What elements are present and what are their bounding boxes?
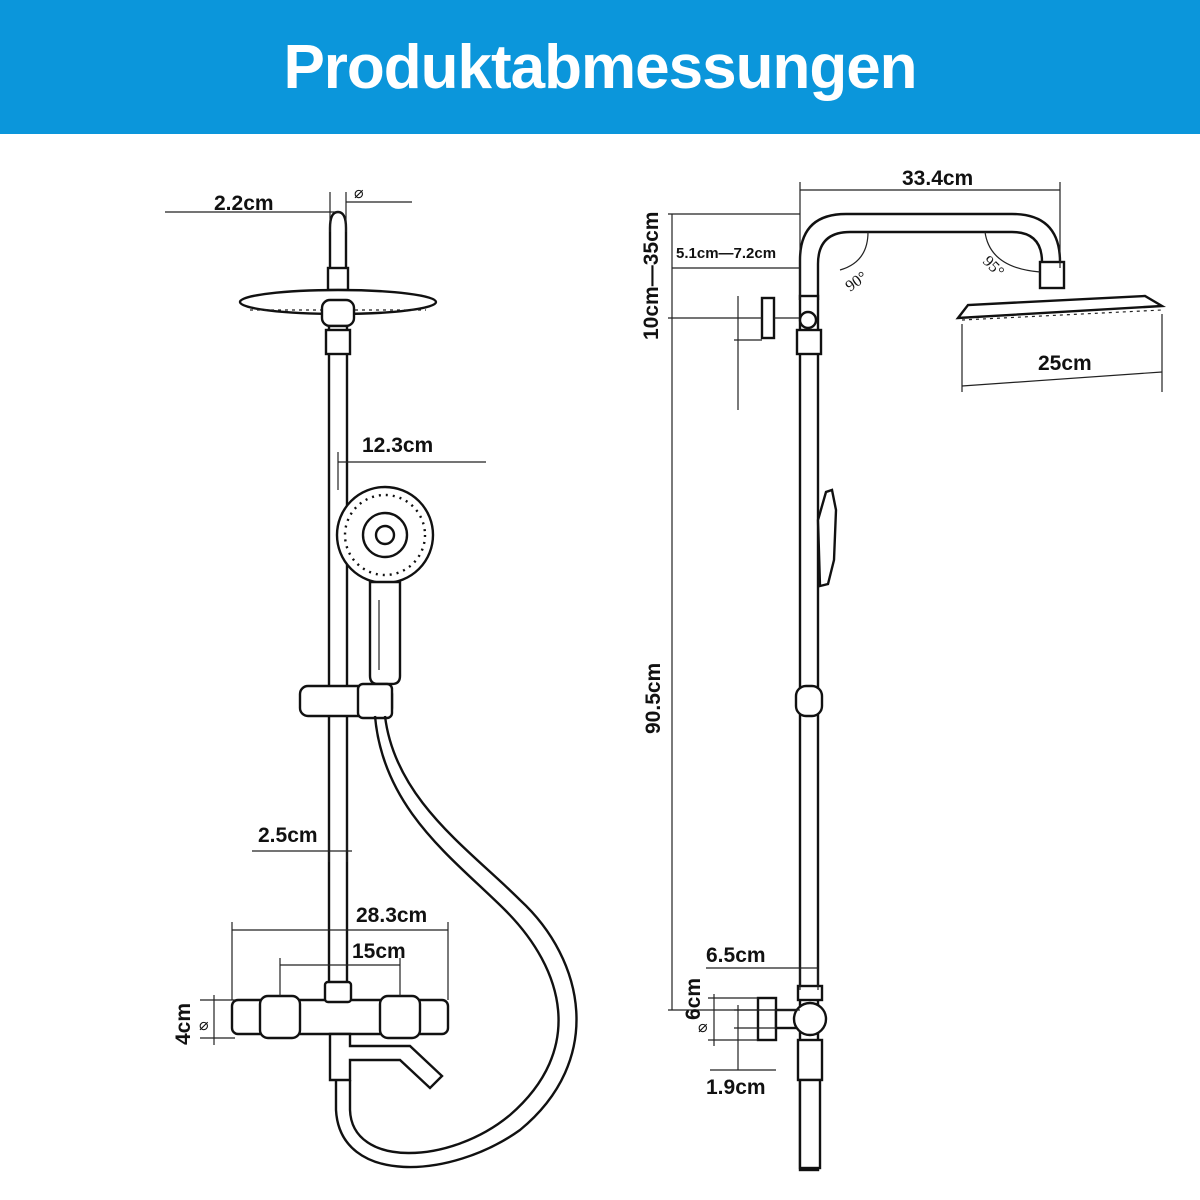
hand-shower-core bbox=[374, 524, 396, 546]
flange-diameter-symbol: ⌀ bbox=[698, 1019, 708, 1036]
hand-shower-handle bbox=[368, 580, 402, 686]
wall-offset-label: 6.5cm bbox=[706, 944, 766, 967]
connector-size-label: 1.9cm bbox=[706, 1076, 766, 1099]
mixer-diameter-symbol: ⌀ bbox=[199, 1017, 209, 1034]
hand-shower-side bbox=[816, 488, 838, 588]
rain-head-side bbox=[955, 294, 1167, 320]
bath-spout bbox=[328, 1032, 444, 1090]
mixer-left-knob bbox=[258, 994, 302, 1040]
pipe-diameter-symbol: ⌀ bbox=[354, 185, 364, 202]
dimension-drawing: ⌀ 2.2cm 12.3cm 2.5cm 28.3cm 15cm ⌀ 4cm bbox=[165, 167, 1167, 1172]
shower-hose-inner bbox=[348, 715, 560, 1155]
inlet-spacing-label: 15cm bbox=[352, 940, 406, 963]
front-view: ⌀ 2.2cm 12.3cm 2.5cm 28.3cm 15cm ⌀ 4cm bbox=[165, 185, 578, 1169]
pipe-diameter-label: 2.2cm bbox=[214, 192, 274, 215]
flange-diameter-label: 6cm bbox=[682, 978, 705, 1020]
mixer-width-label: 28.3cm bbox=[356, 904, 427, 927]
slider-side bbox=[794, 684, 824, 718]
top-nut bbox=[326, 266, 350, 292]
rod-diameter-label: 2.5cm bbox=[258, 824, 318, 847]
arm-angle-label: 90° bbox=[843, 268, 871, 295]
wall-flange bbox=[756, 996, 778, 1042]
shower-arm bbox=[798, 212, 1062, 300]
title-banner: Produktabmessungen bbox=[0, 0, 1200, 134]
hand-shower-ring bbox=[343, 493, 427, 577]
head-joint bbox=[320, 298, 356, 328]
hand-shower-center bbox=[361, 511, 409, 559]
head-angle-label: 95° bbox=[979, 253, 1007, 281]
wall-bracket-top bbox=[760, 296, 776, 340]
handshower-width-label: 12.3cm bbox=[362, 434, 433, 457]
shower-hose bbox=[334, 715, 578, 1169]
rod-collar bbox=[324, 328, 352, 356]
mixer-right-knob bbox=[378, 994, 422, 1040]
arm-offset-label: 5.1cm—7.2cm bbox=[676, 245, 776, 262]
mixer-center-block bbox=[323, 980, 353, 1004]
side-rod bbox=[798, 294, 820, 1172]
page-title: Produktabmessungen bbox=[283, 32, 917, 102]
height-adjust-label: 10cm—35cm bbox=[640, 212, 663, 340]
arm-reach-label: 33.4cm bbox=[902, 167, 973, 190]
total-height-label: 90.5cm bbox=[642, 663, 665, 734]
mixer-diameter-label: 4cm bbox=[172, 1003, 195, 1045]
side-view: 33.4cm 10cm—35cm 5.1cm—7.2cm 90° 95° 25c… bbox=[640, 167, 1167, 1172]
shower-rod bbox=[327, 324, 349, 998]
head-diameter-label: 25cm bbox=[1038, 352, 1092, 375]
hand-shower-head bbox=[335, 485, 435, 585]
mixer-knob-side bbox=[792, 1001, 828, 1037]
